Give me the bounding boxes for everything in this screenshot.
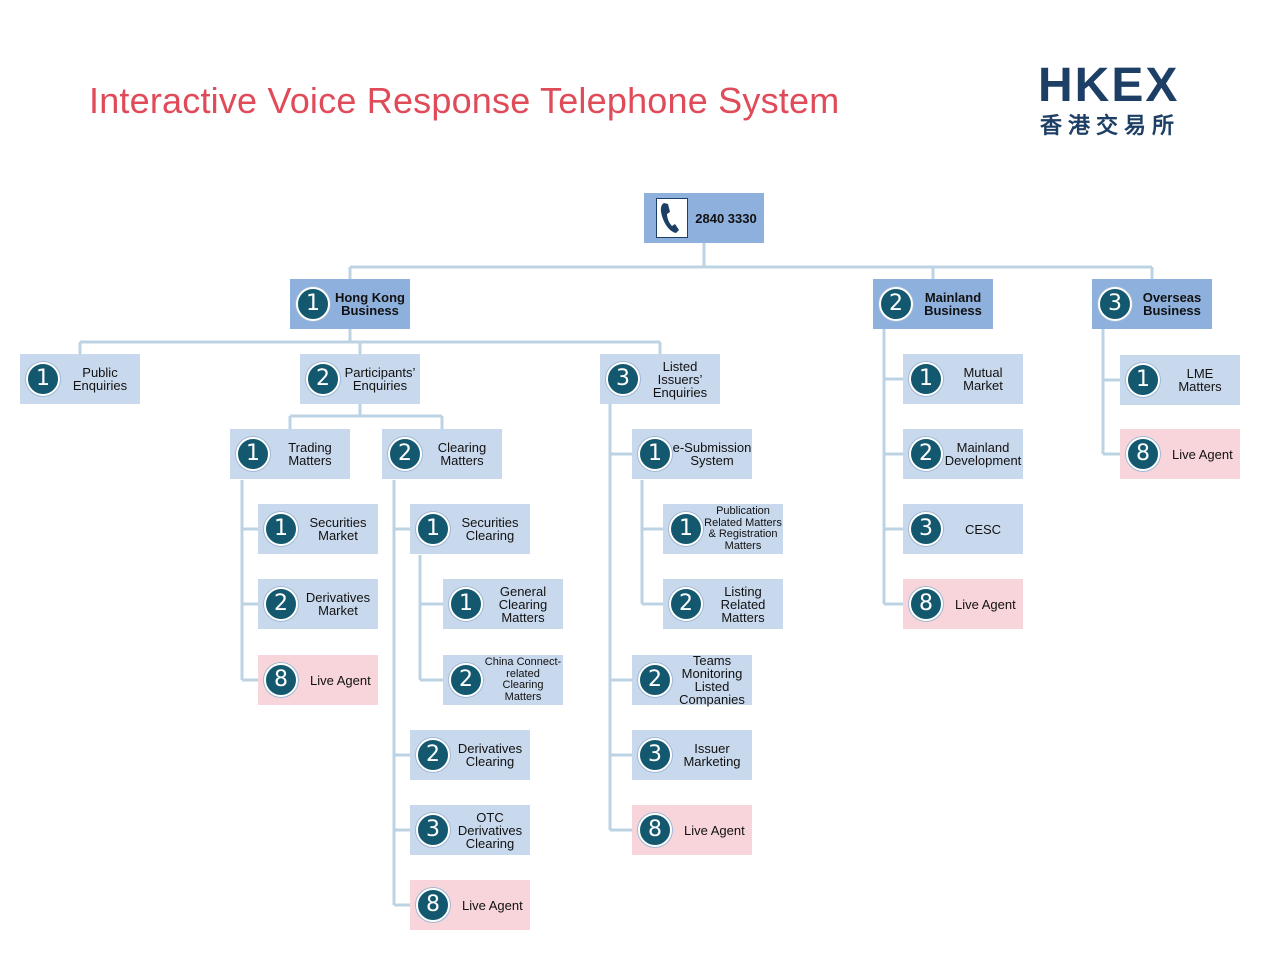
node-label: Teams Monitoring Listed Companies: [679, 653, 745, 707]
option-number-badge: 2: [879, 287, 913, 321]
logo-chinese-name: 香港交易所: [1040, 114, 1181, 139]
node-label: CESC: [964, 521, 1002, 537]
node-teams-monitoring-listed-companies: 2 Teams Monitoring Listed Companies: [632, 653, 752, 707]
node-china-connect-clearing-matters: 2 China Connect- related Clearing Matter…: [443, 655, 563, 705]
node-label: Hong Kong Business: [334, 290, 406, 318]
node-label: Publication Related Matters & Registrati…: [704, 505, 782, 552]
node-securities-clearing: 1 Securities Clearing: [410, 504, 530, 554]
option-number-badge: 1: [264, 512, 298, 546]
node-public-enquiries: 1 Public Enquiries: [20, 354, 140, 404]
option-number-badge: 3: [638, 738, 672, 772]
node-label: Live Agent: [1172, 446, 1233, 462]
option-number-badge: 1: [449, 587, 483, 621]
node-trading-matters: 1 Trading Matters: [230, 429, 350, 479]
node-clearing-matters: 2 Clearing Matters: [382, 429, 502, 479]
node-listed-issuers-enquiries: 3 Listed Issuers’ Enquiries: [600, 354, 720, 404]
node-label: Mainland Business: [924, 290, 982, 318]
option-number-badge: 1: [296, 287, 330, 321]
node-label: Live Agent: [462, 897, 523, 913]
option-number-badge: 2: [264, 587, 298, 621]
node-label: Mutual Market: [963, 365, 1003, 393]
option-number-badge: 8: [416, 888, 450, 922]
node-label: Clearing Matters: [437, 440, 487, 468]
option-number-badge: 8: [264, 663, 298, 697]
root-label: 2840 3330: [695, 210, 757, 226]
option-number-badge: 2: [416, 738, 450, 772]
node-label: Mainland Development: [944, 440, 1022, 468]
node-live-agent-overseas: 8 Live Agent: [1120, 429, 1240, 479]
option-number-badge: 8: [638, 813, 672, 847]
node-label: General Clearing Matters: [498, 583, 548, 625]
option-number-badge: 2: [909, 437, 943, 471]
node-overseas-business: 3 Overseas Business: [1092, 279, 1212, 329]
node-publication-registration-matters: 1 Publication Related Matters & Registra…: [663, 504, 783, 554]
node-label: Issuer Marketing: [683, 741, 741, 769]
option-number-badge: 3: [416, 813, 450, 847]
node-label: Live Agent: [310, 672, 371, 688]
option-number-badge: 3: [1098, 287, 1132, 321]
option-number-badge: 8: [909, 587, 943, 621]
hkex-logo: HKEX 香港交易所: [1038, 62, 1206, 146]
node-mutual-market: 1 Mutual Market: [903, 354, 1023, 404]
node-label: Trading Matters: [288, 440, 332, 468]
node-label: Listed Issuers’ Enquiries: [652, 358, 708, 400]
node-otc-derivatives-clearing: 3 OTC Derivatives Clearing: [410, 805, 530, 855]
node-live-agent-trading: 8 Live Agent: [258, 655, 378, 705]
node-issuer-marketing: 3 Issuer Marketing: [632, 730, 752, 780]
node-label: Public Enquiries: [72, 365, 128, 393]
option-number-badge: 1: [236, 437, 270, 471]
node-securities-market: 1 Securities Market: [258, 504, 378, 554]
node-live-agent-listed-issuers: 8 Live Agent: [632, 805, 752, 855]
option-number-badge: 2: [638, 663, 672, 697]
option-number-badge: 3: [909, 512, 943, 546]
root-phone-number: 2840 3330: [644, 193, 764, 243]
option-number-badge: 1: [638, 437, 672, 471]
node-label: Live Agent: [684, 822, 745, 838]
node-label: Live Agent: [955, 596, 1016, 612]
phone-icon: [656, 198, 688, 238]
node-label: OTC Derivatives Clearing: [457, 809, 523, 851]
node-cesc: 3 CESC: [903, 504, 1023, 554]
option-number-badge: 8: [1126, 437, 1160, 471]
node-mainland-development: 2 Mainland Development: [903, 429, 1023, 479]
node-label: Overseas Business: [1142, 290, 1202, 318]
option-number-badge: 2: [669, 587, 703, 621]
option-number-badge: 1: [26, 362, 60, 396]
node-label: Derivatives Market: [305, 590, 371, 618]
option-number-badge: 3: [606, 362, 640, 396]
node-label: Listing Related Matters: [720, 583, 766, 625]
node-hong-kong-business: 1 Hong Kong Business: [290, 279, 410, 329]
option-number-badge: 1: [669, 512, 703, 546]
option-number-badge: 2: [388, 437, 422, 471]
node-label: Derivatives Clearing: [457, 741, 523, 769]
node-derivatives-clearing: 2 Derivatives Clearing: [410, 730, 530, 780]
option-number-badge: 1: [1126, 363, 1160, 397]
node-label: e-Submission System: [672, 440, 752, 468]
node-e-submission-system: 1 e-Submission System: [632, 429, 752, 479]
node-live-agent-mainland: 8 Live Agent: [903, 579, 1023, 629]
page-title: Interactive Voice Response Telephone Sys…: [89, 80, 840, 121]
node-label: Securities Market: [309, 515, 367, 543]
node-live-agent-clearing: 8 Live Agent: [410, 880, 530, 930]
option-number-badge: 1: [416, 512, 450, 546]
node-derivatives-market: 2 Derivatives Market: [258, 579, 378, 629]
node-general-clearing-matters: 1 General Clearing Matters: [443, 579, 563, 629]
option-number-badge: 2: [306, 362, 340, 396]
option-number-badge: 1: [909, 362, 943, 396]
node-lme-matters: 1 LME Matters: [1120, 355, 1240, 405]
node-listing-related-matters: 2 Listing Related Matters: [663, 579, 783, 629]
node-label: Securities Clearing: [461, 515, 519, 543]
node-mainland-business: 2 Mainland Business: [873, 279, 993, 329]
node-label: LME Matters: [1178, 366, 1222, 394]
option-number-badge: 2: [449, 663, 483, 697]
node-participants-enquiries: 2 Participants’ Enquiries: [300, 354, 420, 404]
logo-wordmark: HKEX: [1038, 59, 1180, 112]
node-label: Participants’ Enquiries: [344, 365, 416, 393]
node-label: China Connect- related Clearing Matters: [484, 656, 562, 703]
